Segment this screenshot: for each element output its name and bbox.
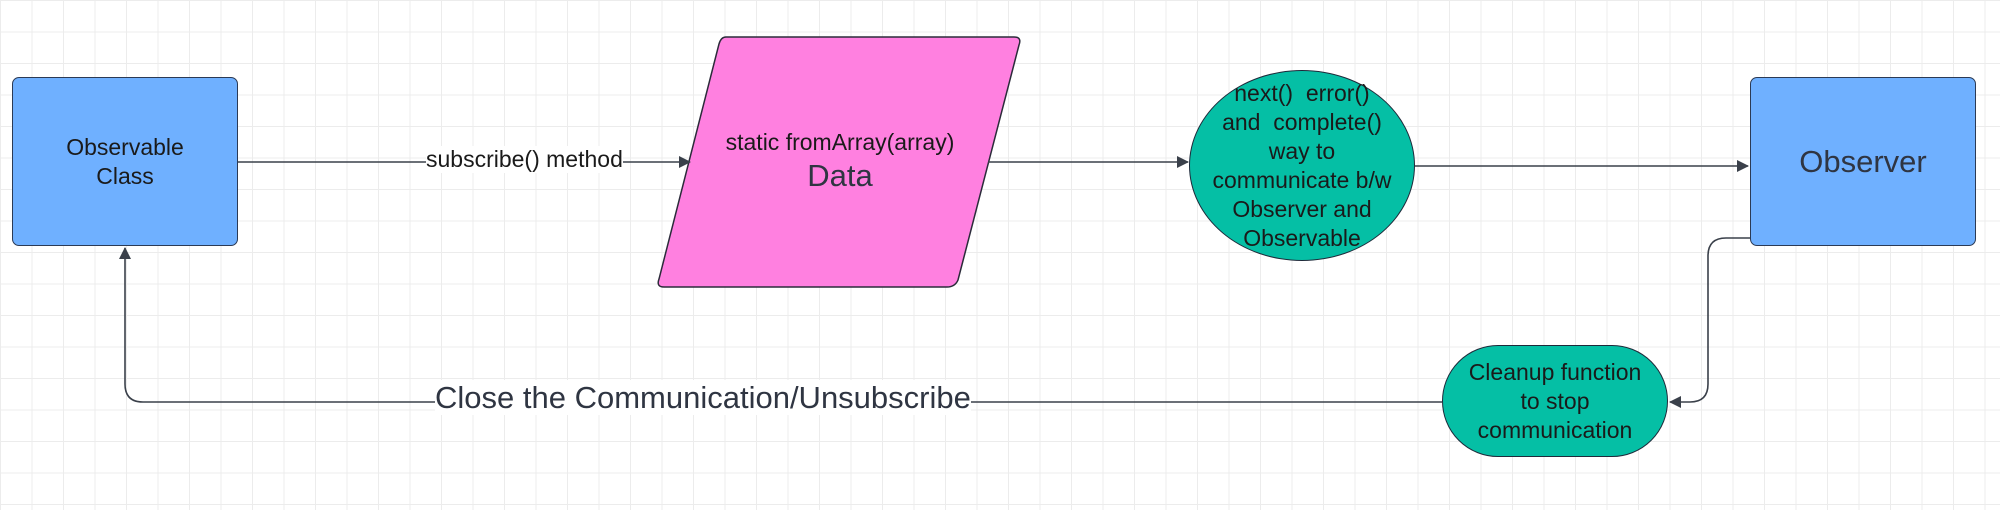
observable-class-line1: Observable — [66, 133, 184, 160]
communicate-node[interactable]: next() error() and complete() way to com… — [1189, 70, 1415, 261]
cleanup-node[interactable]: Cleanup function to stop communication — [1442, 345, 1668, 457]
observable-class-line2: Class — [96, 162, 154, 189]
cleanup-line-1: Cleanup function — [1468, 358, 1642, 385]
data-subtitle: static fromArray(array) — [725, 128, 955, 155]
edge-observer-to-cleanup[interactable] — [1669, 237, 1750, 408]
cleanup-line-2: to stop — [1520, 387, 1590, 414]
data-node[interactable]: static fromArray(array) Data — [660, 36, 1020, 286]
communicate-line-3: way to — [1268, 137, 1336, 164]
communicate-line-4: communicate b/w — [1212, 166, 1392, 193]
communicate-line-2: and complete() — [1222, 108, 1382, 135]
communicate-line-1: next() error() — [1234, 79, 1370, 106]
observer-label: Observer — [1799, 143, 1927, 179]
observer-node[interactable]: Observer — [1750, 77, 1976, 246]
observable-class-node[interactable]: Observable Class — [12, 77, 238, 246]
data-title: Data — [807, 157, 873, 193]
close-edge-label: Close the Communication/Unsubscribe — [435, 380, 971, 415]
subscribe-edge-label: subscribe() method — [426, 146, 623, 173]
communicate-line-6: Observable — [1243, 224, 1361, 251]
cleanup-line-3: communication — [1477, 416, 1633, 443]
communicate-line-5: Observer and — [1232, 195, 1372, 222]
